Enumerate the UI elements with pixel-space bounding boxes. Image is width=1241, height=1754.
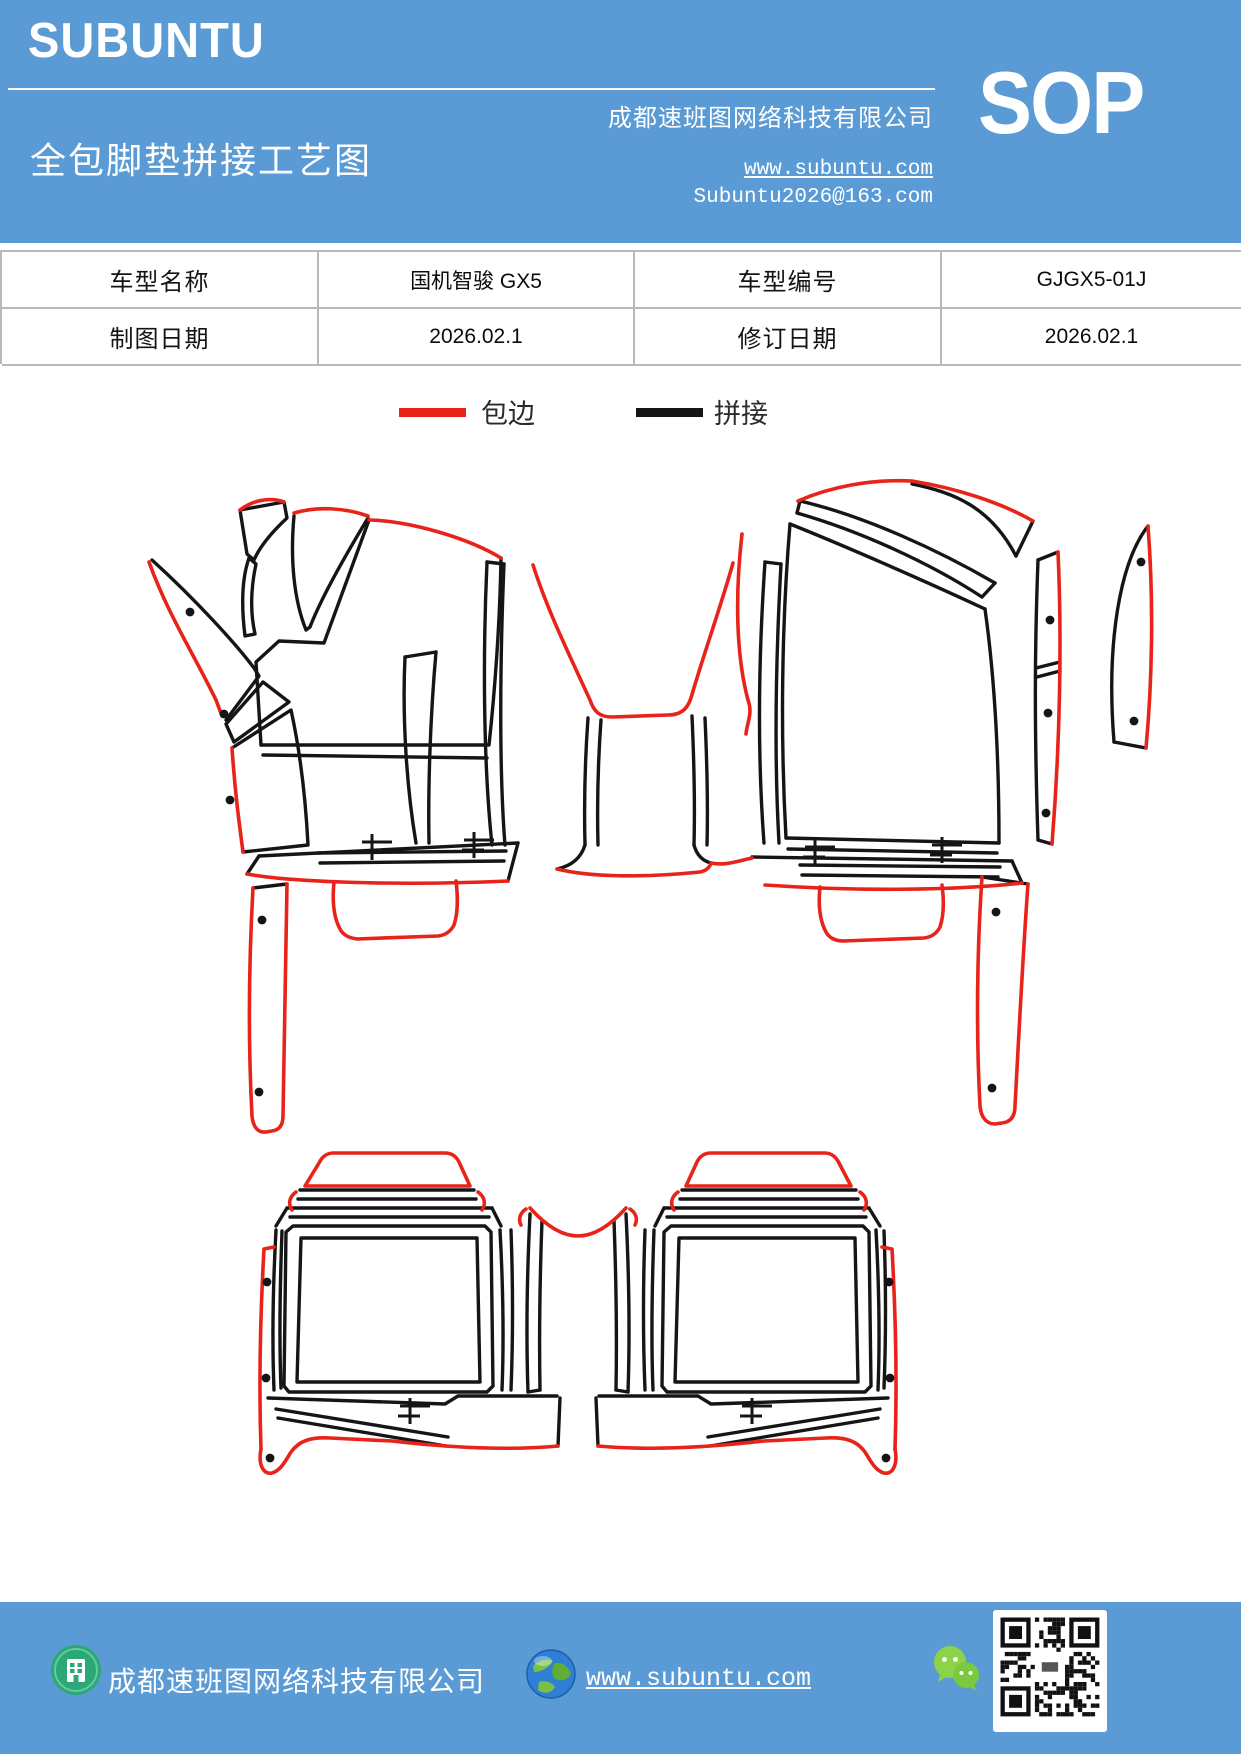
legend-splice-label: 拼接 xyxy=(714,399,768,429)
legend-binding-swatch xyxy=(399,408,466,417)
table-cell-draw-date-label: 制图日期 xyxy=(2,309,319,366)
table-cell-revise-date-label: 修订日期 xyxy=(635,309,942,366)
legend-binding-label: 包边 xyxy=(481,399,535,429)
header-divider-line xyxy=(8,88,935,90)
floor-mat-pattern-drawing xyxy=(147,478,1154,1475)
brand-logo: SUBUNTU xyxy=(28,11,265,68)
table-cell-model-name-label: 车型名称 xyxy=(2,252,319,309)
snap-dot-markers xyxy=(185,557,1146,1463)
header-banner: SUBUNTU 全包脚垫拼接工艺图 成都速班图网络科技有限公司 www.subu… xyxy=(0,0,1241,243)
company-building-icon xyxy=(51,1645,101,1695)
footer-website-link[interactable]: www.subuntu.com xyxy=(586,1664,812,1693)
globe-icon xyxy=(526,1649,576,1699)
table-cell-model-code-value: GJGX5-01J xyxy=(942,252,1241,309)
footer-banner: 成都速班图网络科技有限公司 www.subuntu.com xyxy=(0,1602,1241,1754)
qr-code xyxy=(993,1610,1107,1732)
splice-lines xyxy=(150,482,1150,1448)
sop-badge: SOP xyxy=(978,53,1145,152)
table-cell-model-name-value: 国机智骏 GX5 xyxy=(319,252,635,309)
header-company-name: 成都速班图网络科技有限公司 xyxy=(608,106,933,132)
legend-splice-swatch xyxy=(636,408,703,417)
page-title: 全包脚垫拼接工艺图 xyxy=(30,141,373,181)
table-cell-model-code-label: 车型编号 xyxy=(635,252,942,309)
header-email: Subuntu2026@163.com xyxy=(693,186,933,209)
binding-lines xyxy=(147,478,1154,1475)
table-cell-revise-date-value: 2026.02.1 xyxy=(942,309,1241,366)
footer-company-name: 成都速班图网络科技有限公司 xyxy=(108,1667,486,1698)
table-cell-draw-date-value: 2026.02.1 xyxy=(319,309,635,366)
wechat-icon xyxy=(934,1646,979,1691)
header-website-link[interactable]: www.subuntu.com xyxy=(743,158,933,181)
vehicle-info-table: 车型名称 国机智骏 GX5 车型编号 GJGX5-01J 制图日期 2026.0… xyxy=(0,250,1241,366)
